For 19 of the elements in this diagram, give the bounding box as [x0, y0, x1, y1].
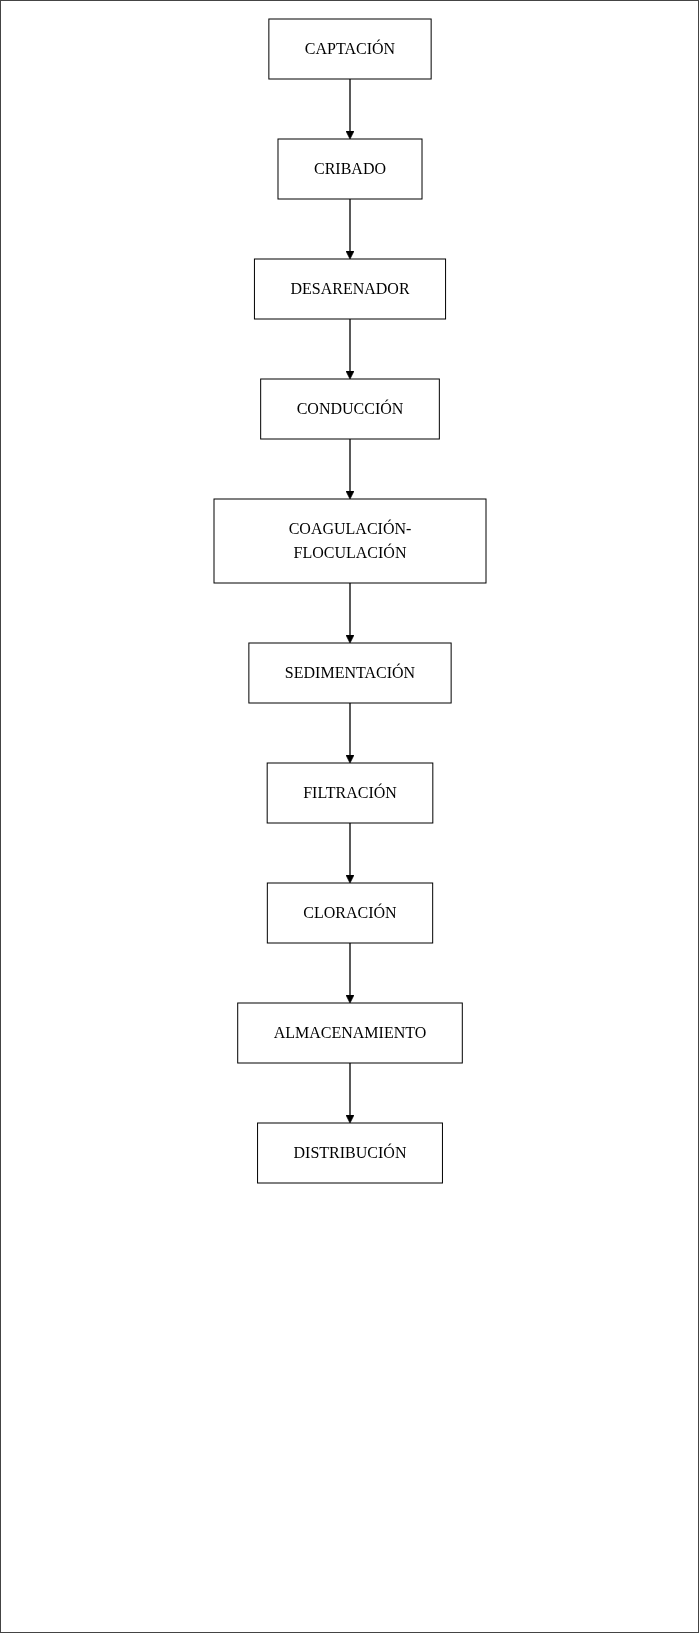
node-box: CAPTACIÓN: [267, 18, 432, 80]
arrow: [345, 942, 354, 1004]
node-box: ALMACENAMIENTO: [236, 1002, 463, 1064]
node-box: DISTRIBUCIÓN: [256, 1122, 443, 1184]
arrow: [345, 438, 354, 500]
node-box: SEDIMENTACIÓN: [247, 642, 452, 704]
node-box: CRIBADO: [277, 138, 422, 200]
node-box: FILTRACIÓN: [266, 762, 433, 824]
node-box: DESARENADOR: [253, 258, 446, 320]
arrow: [345, 318, 354, 380]
node-box: CLORACIÓN: [266, 882, 433, 944]
node-box: COAGULACIÓN-FLOCULACIÓN: [213, 498, 486, 584]
arrow: [345, 78, 354, 140]
arrow: [345, 702, 354, 764]
arrow: [345, 198, 354, 260]
node-box: CONDUCCIÓN: [259, 378, 440, 440]
arrow: [345, 822, 354, 884]
arrow: [345, 582, 354, 644]
arrow: [345, 1062, 354, 1124]
